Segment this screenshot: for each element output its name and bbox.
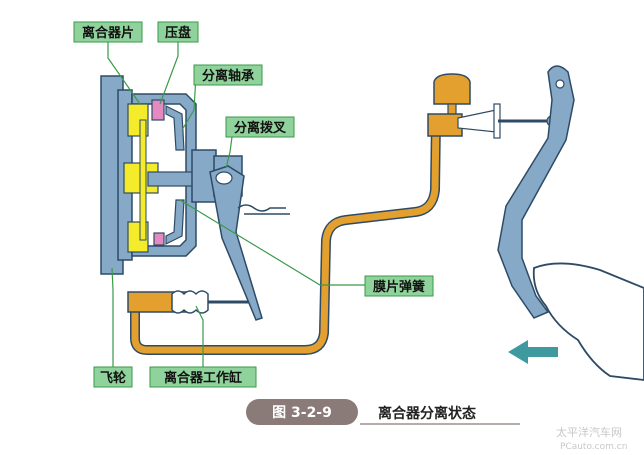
figure-title: 离合器分离状态: [378, 405, 476, 422]
clutch-pedal: [497, 65, 575, 319]
label-release-bearing-text: 分离轴承: [202, 68, 254, 84]
leader-slave-cylinder: [195, 305, 204, 368]
clutch-plate: [123, 103, 159, 253]
release-fork: [209, 165, 290, 321]
diaphragm-spring: [165, 105, 185, 245]
slave-cylinder: [127, 290, 252, 314]
left-arrow-icon: [508, 340, 558, 364]
fluid-reservoir: [433, 73, 471, 105]
label-release-bearing: 分离轴承: [193, 64, 263, 86]
leader-release-bearing: [181, 74, 197, 131]
leader-flywheel: [111, 267, 114, 368]
leader-diaphragm-spring: [179, 199, 365, 286]
label-clutch-plate-text: 离合器片: [82, 25, 134, 41]
foot-icon: [532, 262, 644, 381]
leader-release-fork: [225, 136, 233, 169]
leader-clutch-plate: [107, 40, 141, 105]
label-slave-cylinder: 离合器工作缸: [149, 366, 257, 388]
figure-number: 图 3-2-9: [272, 405, 332, 421]
label-clutch-plate: 离合器片: [73, 21, 143, 43]
leader-lines: [107, 40, 365, 368]
figure-caption: 图 3-2-9 离合器分离状态: [246, 399, 520, 425]
label-slave-cylinder-text: 离合器工作缸: [164, 370, 242, 386]
label-release-fork-text: 分离拨叉: [234, 120, 287, 136]
watermark-line1: 太平洋汽车网: [556, 425, 622, 439]
label-diaphragm-spring-text: 膜片弹簧: [373, 279, 425, 295]
label-pressure-plate: 压盘: [157, 21, 199, 43]
pressure-plate: [151, 99, 165, 246]
watermark: 太平洋汽车网 PCauto.com.cn: [556, 425, 627, 452]
master-cylinder: [427, 73, 558, 139]
label-pressure-plate-text: 压盘: [165, 25, 191, 41]
watermark-line2: PCauto.com.cn: [560, 442, 627, 452]
label-flywheel-text: 飞轮: [100, 370, 126, 386]
leader-pressure-plate: [159, 40, 179, 105]
slave-cylinder-boot: [171, 290, 209, 314]
caption-badge: [246, 399, 358, 425]
label-release-fork: 分离拨叉: [225, 116, 295, 138]
label-diaphragm-spring: 膜片弹簧: [364, 275, 434, 297]
label-flywheel: 飞轮: [93, 366, 133, 388]
